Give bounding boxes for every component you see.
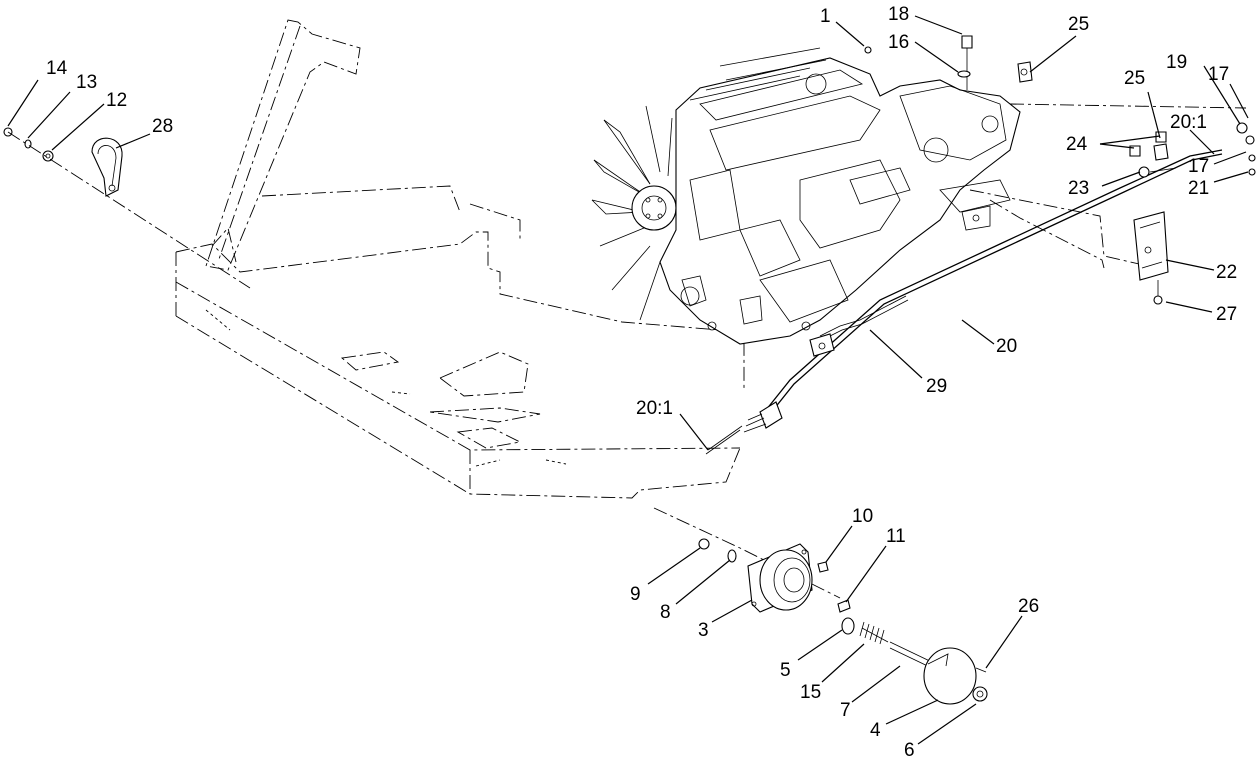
callout-5: 5 <box>780 660 791 681</box>
clamp-hardware-left <box>3 127 251 289</box>
callout-12: 12 <box>106 90 127 111</box>
callout-20-1: 20:1 <box>636 398 673 419</box>
callout-29: 29 <box>926 376 947 397</box>
callout-labels: 1 18 16 25 25 19 17 20:1 24 23 17 21 22 … <box>46 4 1237 761</box>
callout-15: 15 <box>800 682 821 703</box>
callout-25: 25 <box>1068 14 1089 35</box>
callout-11: 11 <box>886 526 906 547</box>
hardware-right <box>864 35 1256 305</box>
engine-phantom-lines <box>969 103 1247 269</box>
callout-17: 17 <box>1208 64 1229 85</box>
callout-4: 4 <box>870 720 881 741</box>
callout-8: 8 <box>660 602 671 623</box>
callout-18: 18 <box>888 4 909 25</box>
callout-19: 19 <box>1166 52 1187 73</box>
callout-14: 14 <box>46 58 68 79</box>
cable-20 <box>705 149 1223 455</box>
callout-9: 9 <box>630 584 641 605</box>
callout-22: 22 <box>1216 262 1237 283</box>
callout-3: 3 <box>698 620 709 641</box>
engine-assembly <box>591 47 1021 345</box>
callout-23: 23 <box>1068 178 1089 199</box>
callout-16: 16 <box>888 32 909 53</box>
callout-6: 6 <box>904 740 915 761</box>
callout-28: 28 <box>152 116 173 137</box>
callout-20-1: 20:1 <box>1170 112 1207 133</box>
clutch-assembly <box>653 507 988 705</box>
callout-20: 20 <box>996 336 1017 357</box>
callout-13: 13 <box>76 72 97 93</box>
callout-24: 24 <box>1066 134 1088 155</box>
leader-lines <box>7 15 1249 745</box>
callout-17: 17 <box>1188 156 1209 177</box>
cooling-fan <box>591 105 677 321</box>
sensor-29 <box>809 295 909 357</box>
callout-27: 27 <box>1216 304 1237 325</box>
frame-deck-phantom <box>175 19 745 499</box>
bracket-22 <box>1133 211 1169 281</box>
callout-7: 7 <box>840 700 851 721</box>
callout-1: 1 <box>820 6 831 27</box>
callout-10: 10 <box>852 506 873 527</box>
callout-25: 25 <box>1124 68 1145 89</box>
callout-26: 26 <box>1018 596 1039 617</box>
callout-21: 21 <box>1188 178 1209 199</box>
